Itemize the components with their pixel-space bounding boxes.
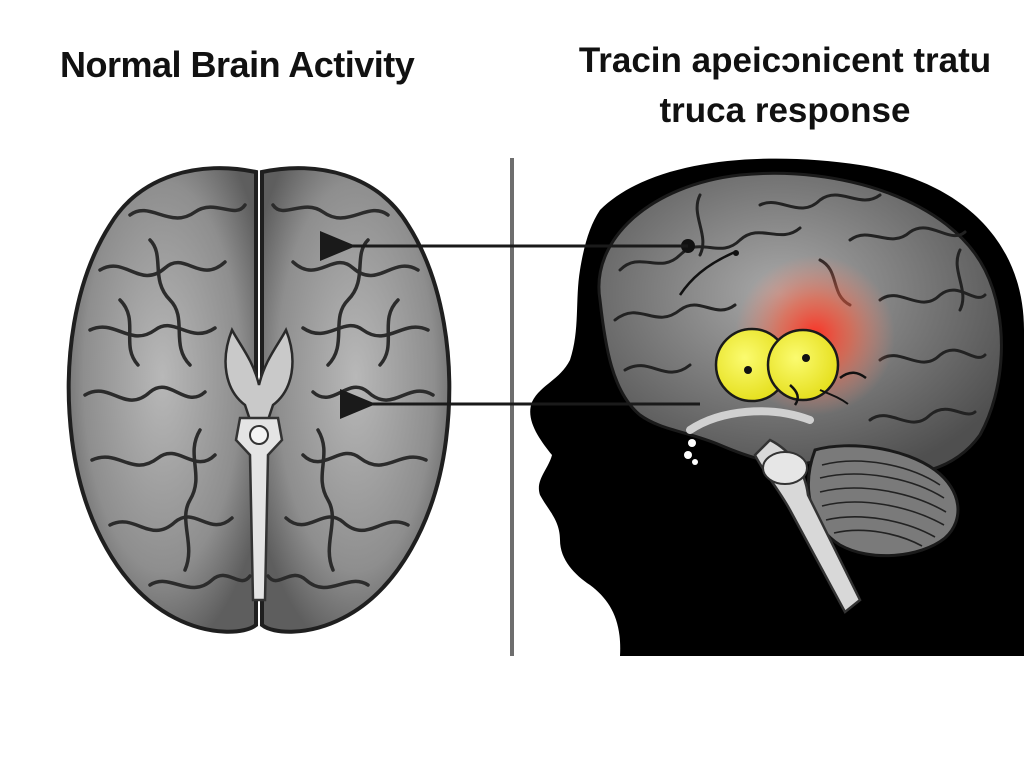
pons (762, 451, 808, 485)
axial-brain (66, 166, 452, 634)
left-hemisphere (66, 166, 258, 634)
brainstem-axial (234, 416, 284, 602)
sagittal-gyri (613, 193, 987, 424)
head-profile (530, 158, 1024, 656)
right-hemisphere (260, 166, 452, 634)
corpus-callosum (686, 407, 814, 434)
cerebellum-folia (819, 460, 947, 547)
right-title-line-1: Tracin apeicɔnicent tratu (578, 41, 992, 80)
gyri-pattern (83, 203, 435, 590)
yellow-node-2 (766, 328, 840, 402)
central-ventricle (224, 327, 294, 422)
right-panel-title: Tracin apeicɔnicent tratu truca response (560, 36, 1010, 136)
left-panel-title: Normal Brain Activity (60, 44, 415, 85)
right-title-line-2: truca response (659, 91, 911, 130)
